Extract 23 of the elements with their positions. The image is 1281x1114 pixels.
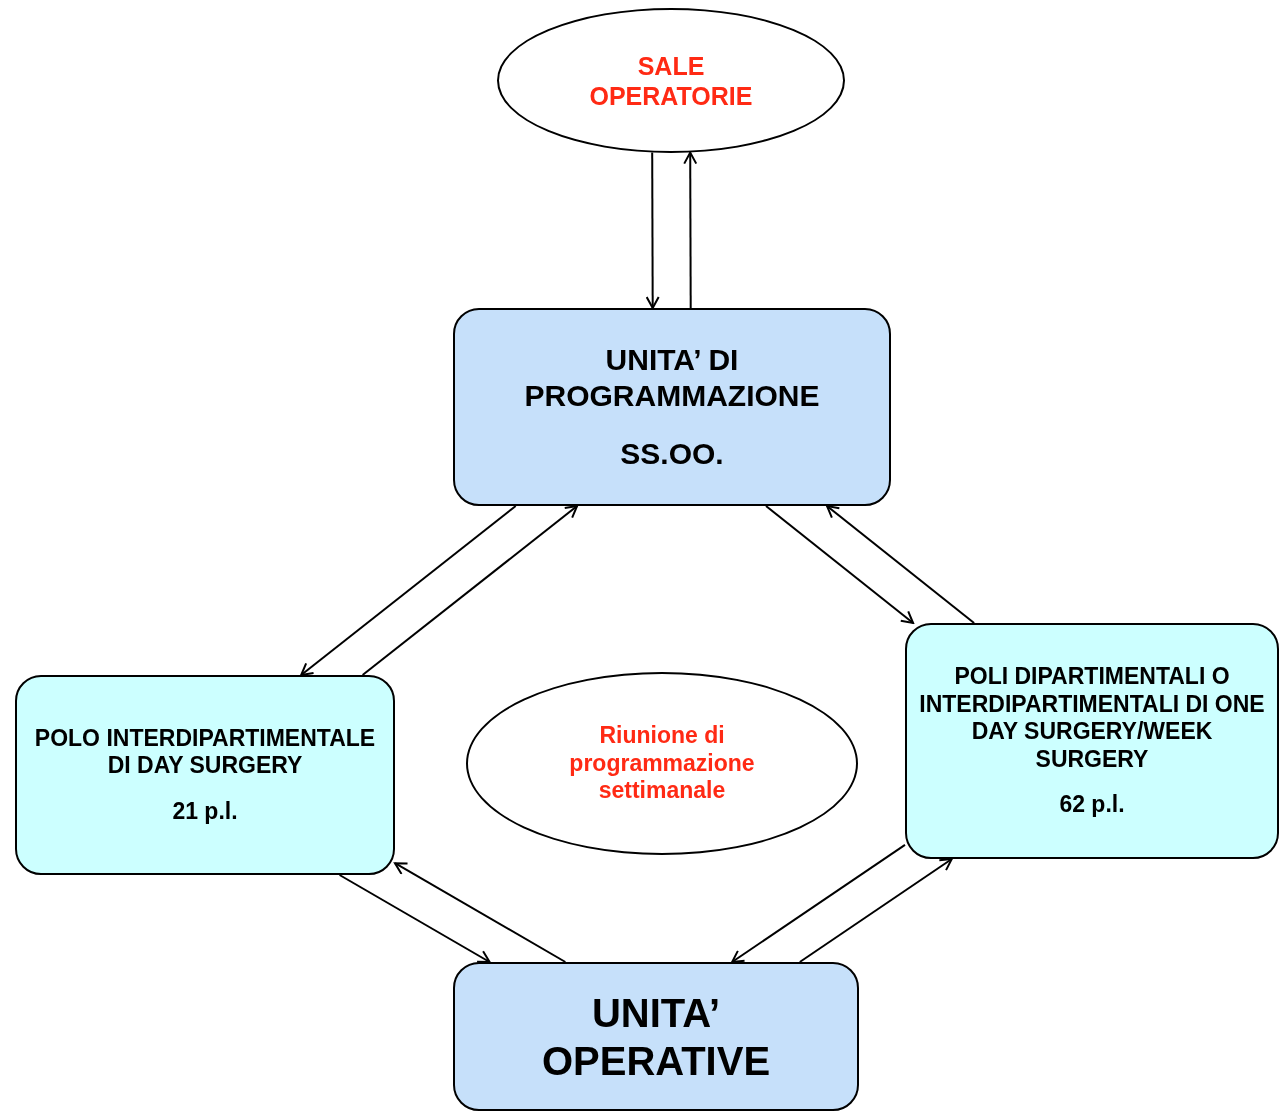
node-title: UNITA’ DI PROGRAMMAZIONE xyxy=(524,342,820,414)
arrow xyxy=(731,843,906,963)
arrow xyxy=(798,858,953,963)
node-subtitle: 21 p.l. xyxy=(172,797,238,826)
node-title: POLI DIPARTIMENTALI O INTERDIPARTIMENTALI DI ONE DAY SURGERY/WEEK SURGERY xyxy=(919,663,1265,774)
node-subtitle: 62 p.l. xyxy=(1059,791,1125,819)
rounded-box xyxy=(15,675,395,875)
arrow xyxy=(338,874,491,963)
rounded-box xyxy=(905,623,1279,859)
arrow xyxy=(826,505,976,624)
arrow xyxy=(300,505,517,676)
node-title: UNITA’ OPERATIVE xyxy=(540,989,772,1085)
arrow xyxy=(394,862,567,963)
arrow xyxy=(683,151,698,309)
node-title: Riunione di programmazione settimanale xyxy=(568,722,756,805)
arrow xyxy=(765,505,915,624)
node-title: POLO INTERDIPARTIMENTALE DI DAY SURGERY xyxy=(33,724,377,780)
rounded-box xyxy=(453,308,891,506)
rounded-box xyxy=(453,962,859,1111)
arrow xyxy=(645,151,660,309)
arrow xyxy=(361,505,579,676)
node-title: SALE OPERATORIE xyxy=(588,50,754,111)
node-subtitle: SS.OO. xyxy=(620,436,724,472)
